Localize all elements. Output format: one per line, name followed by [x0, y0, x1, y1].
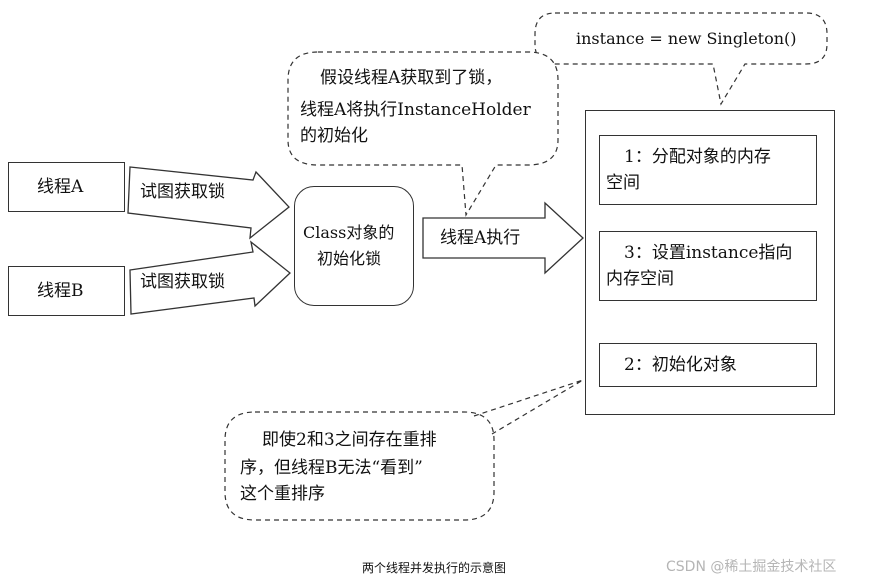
thread-b-box: 线程B [8, 266, 125, 316]
thread-a-note-line-2: 线程A将执行InstanceHolder [300, 100, 531, 120]
thread-a-note-line-1: 假设线程A获取到了锁， [320, 68, 503, 88]
arrow-thread-b-to-lock [129, 240, 291, 315]
callout-bottom-pointer [473, 379, 584, 435]
arrow-lock-steps-label: 线程A执行 [440, 228, 521, 248]
steps-container: 1：分配对象的内存 空间 3：设置instance指向 内存空间 2：初始化对象 [585, 110, 835, 415]
arrow-a-label: 试图获取锁 [140, 182, 225, 202]
bottom-note-line-2: 序，但线程B无法“看到” [240, 458, 423, 478]
step-3-line-1: 3：设置instance指向 [624, 243, 793, 263]
arrow-b-label: 试图获取锁 [140, 272, 225, 292]
arrow-lock-to-steps [422, 201, 584, 275]
thread-a-label: 线程A [37, 177, 84, 197]
class-init-lock-box: Class对象的 初始化锁 [294, 186, 414, 306]
thread-a-note-line-3: 的初始化 [300, 126, 368, 146]
arrow-thread-a-to-lock [127, 166, 290, 240]
thread-a-box: 线程A [8, 162, 125, 212]
step-1-line-1: 1：分配对象的内存 [624, 147, 771, 167]
step-set-instance-pointer: 3：设置instance指向 内存空间 [599, 231, 817, 301]
step-allocate-memory: 1：分配对象的内存 空间 [599, 135, 817, 205]
step-2-line-1: 2：初始化对象 [624, 355, 737, 375]
top-code-text: instance = new Singleton() [576, 29, 797, 48]
bottom-note-line-1: 即使2和3之间存在重排 [262, 430, 437, 450]
callout-top-code [534, 12, 828, 106]
step-1-line-2: 空间 [606, 173, 640, 193]
csdn-watermark: CSDN @稀土掘金技术社区 [666, 559, 837, 575]
lock-line-1: Class对象的 [303, 223, 395, 242]
callout-thread-a-note [287, 51, 559, 217]
callout-bottom-note [224, 411, 495, 521]
thread-b-label: 线程B [37, 281, 84, 301]
step-init-object: 2：初始化对象 [599, 343, 817, 387]
figure-caption: 两个线程并发执行的示意图 [362, 561, 507, 575]
bottom-note-line-3: 这个重排序 [240, 484, 325, 504]
step-3-line-2: 内存空间 [606, 269, 674, 289]
lock-line-2: 初始化锁 [317, 249, 382, 268]
